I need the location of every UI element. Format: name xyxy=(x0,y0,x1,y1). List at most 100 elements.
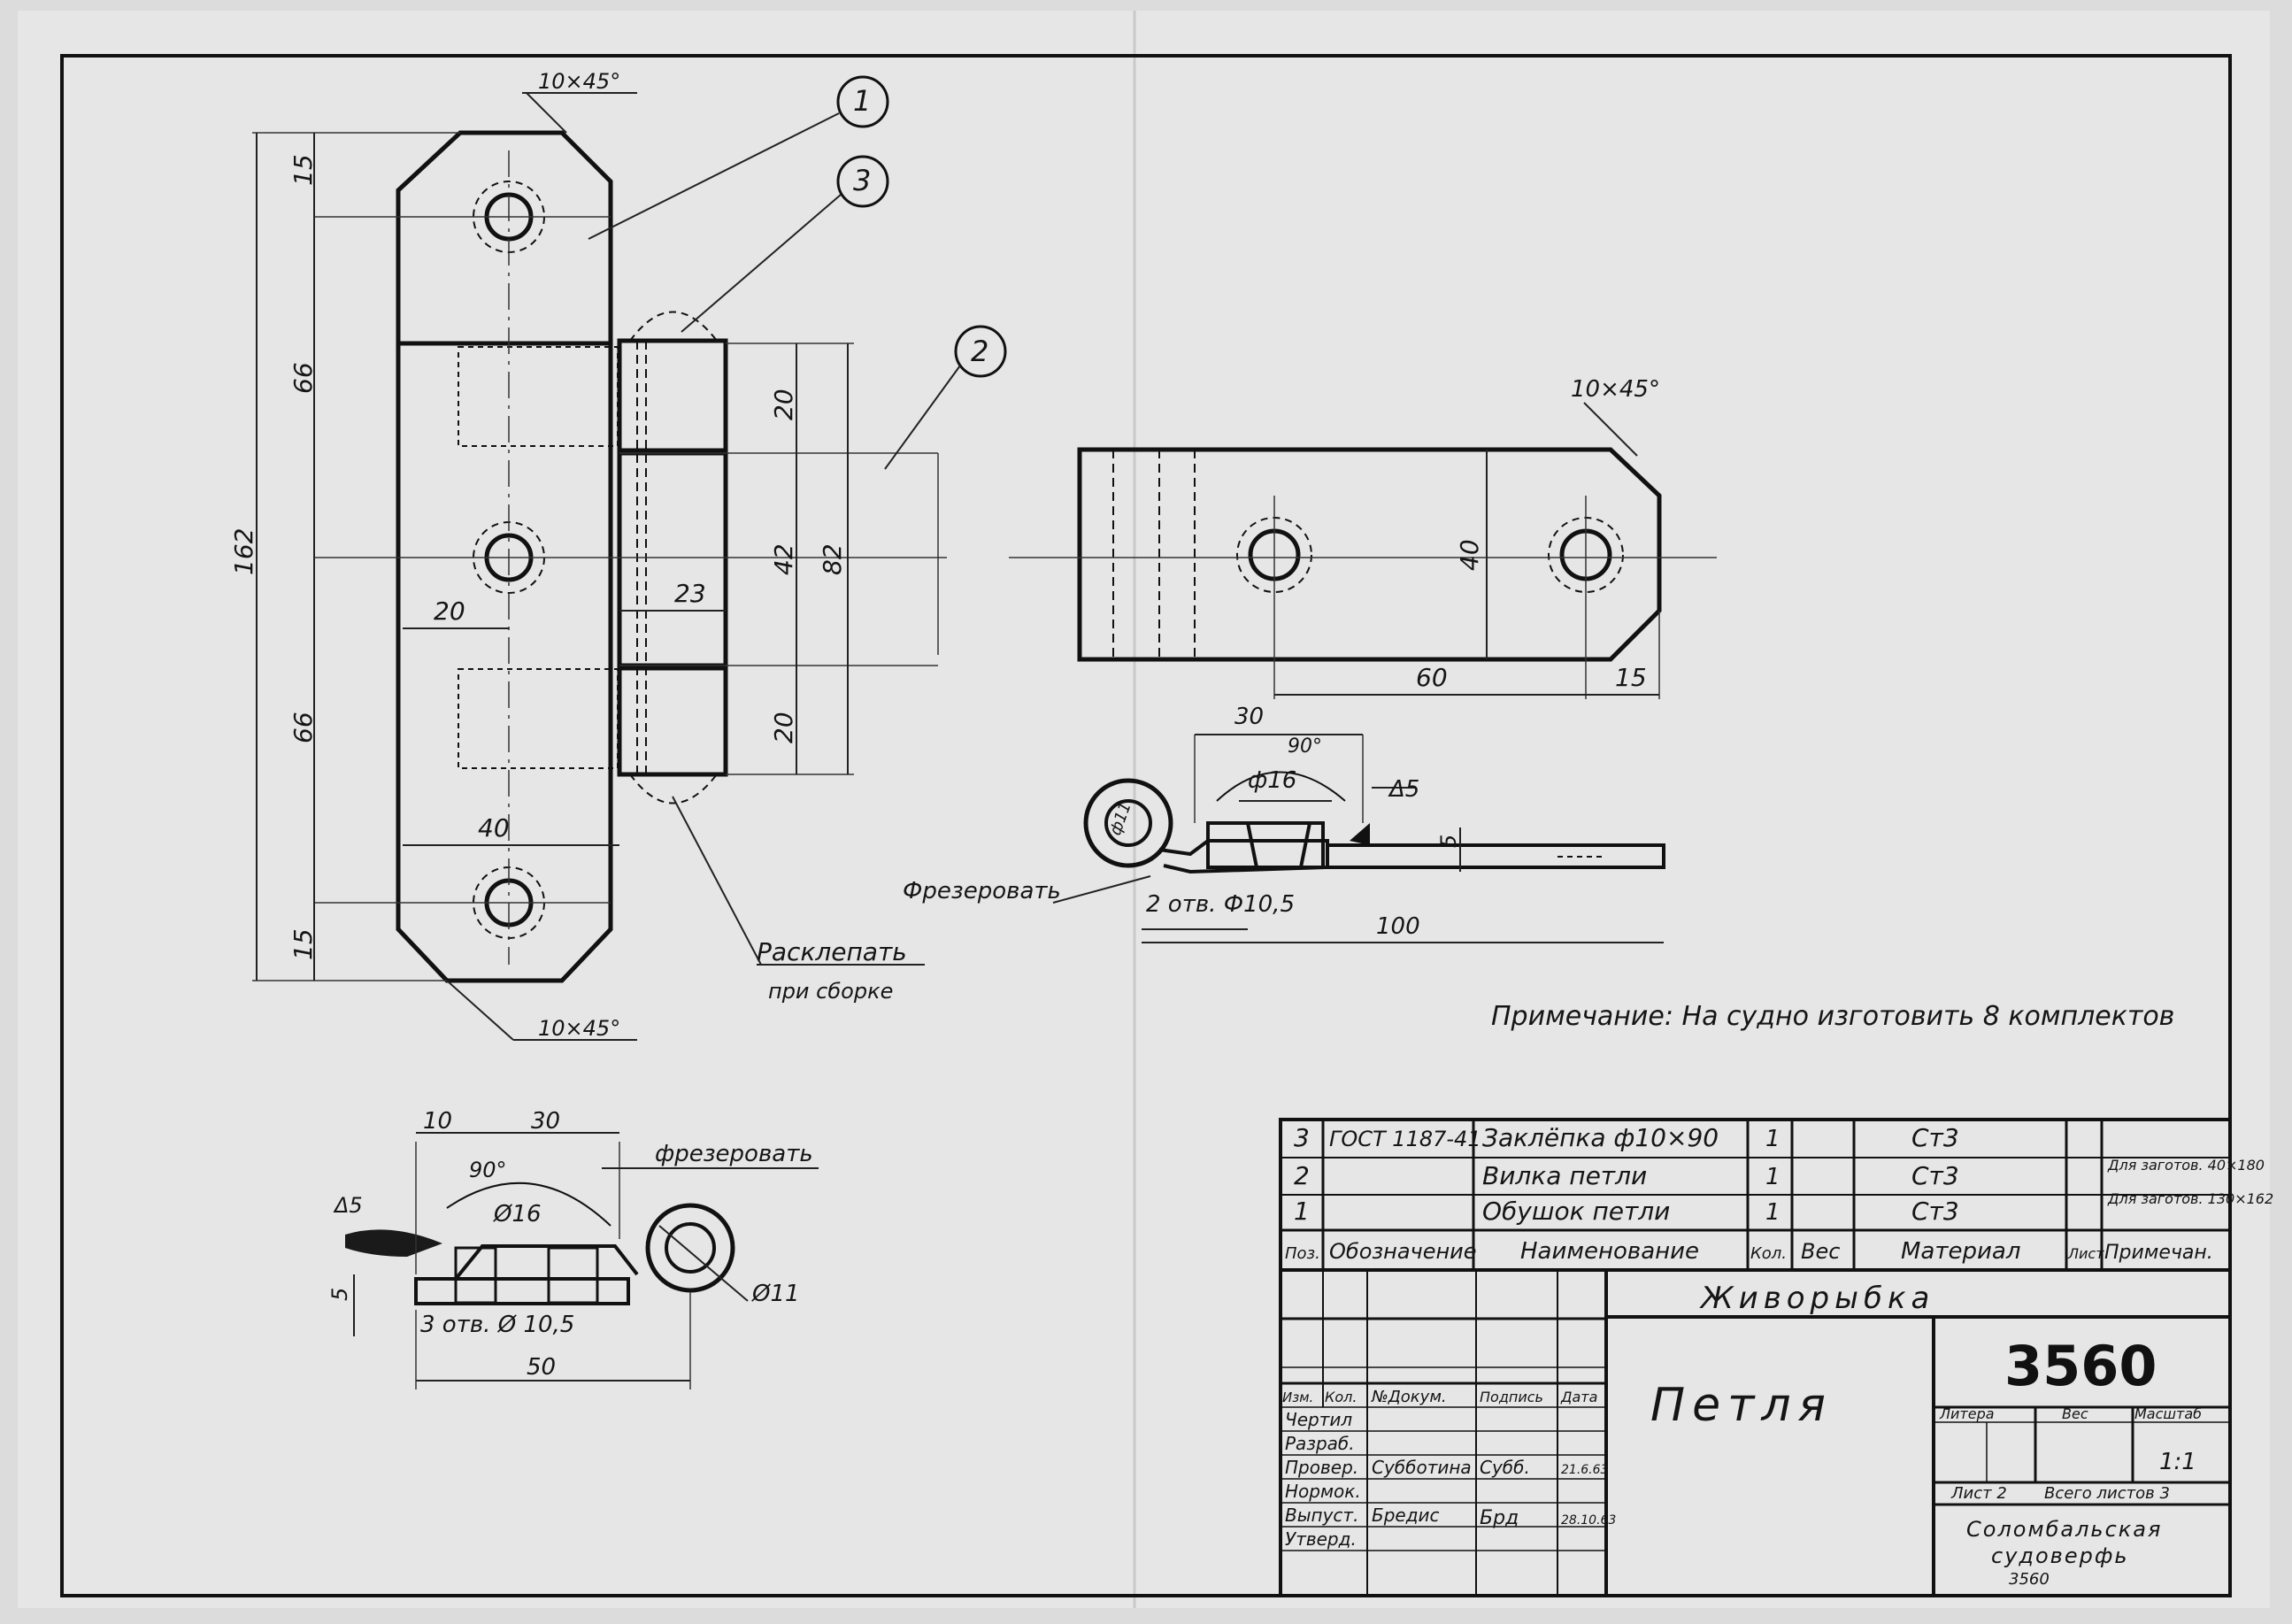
balloon-1: 1 xyxy=(853,84,871,118)
spec-row1-mat: Ст3 xyxy=(1911,1197,1959,1226)
spec-row2-pos: 2 xyxy=(1294,1161,1310,1190)
tb-total-sheets: Всего листов 3 xyxy=(2044,1484,2170,1503)
spec-header-doc: Обозначение xyxy=(1329,1239,1477,1264)
drawing-frame xyxy=(60,54,2232,1597)
dim-66-top: 66 xyxy=(288,362,318,394)
fork-section-angle: 90° xyxy=(1288,735,1322,758)
knuckle-upper xyxy=(617,338,728,453)
chamfer-bottom-label: 10×45° xyxy=(538,1016,620,1041)
spec-header-note: Примечан. xyxy=(2104,1242,2213,1264)
plate-section-bar xyxy=(414,1277,630,1305)
rivet-head-top xyxy=(629,311,718,342)
fork-eye-outer xyxy=(1083,778,1173,868)
view-plate-front: 10×45° 10×45° 15 66 162 66 15 20 40 23 2… xyxy=(229,69,1007,1041)
dim-162: 162 xyxy=(229,528,258,575)
tb-prover-name: Субботина xyxy=(1372,1457,1472,1478)
spec-row2-note: Для заготов. 40×180 xyxy=(2107,1157,2265,1174)
tb-col-date: Дата xyxy=(1560,1389,1597,1405)
plate-eye-inner xyxy=(665,1222,716,1274)
spec-row3-pos: 3 xyxy=(1294,1123,1310,1152)
tb-role-razrab: Разраб. xyxy=(1285,1433,1355,1454)
plate-section-dim-50: 50 xyxy=(527,1354,556,1381)
fork-section-d16: ф16 xyxy=(1248,767,1296,794)
fork-section-dim-5: 5 xyxy=(1436,835,1461,848)
spec-row3-qty: 1 xyxy=(1765,1126,1781,1152)
plate-section-holes: 3 отв. Ø 10,5 xyxy=(420,1312,574,1338)
tb-prover-date: 21.6.63 xyxy=(1561,1463,1608,1477)
tb-col-izm: Изм. xyxy=(1282,1389,1313,1405)
weld-marker xyxy=(1350,823,1370,845)
spec-header-sheet: Лист xyxy=(2067,1245,2104,1262)
tb-col-kol: Кол. xyxy=(1325,1389,1357,1405)
fork-flange xyxy=(1206,821,1325,869)
tb-role-prover: Провер. xyxy=(1285,1457,1358,1478)
archive-stamp-number: 3560 xyxy=(2009,1570,2050,1589)
tb-org-line2: судоверфь xyxy=(1991,1543,2128,1568)
balloon-3: 3 xyxy=(853,164,871,197)
dim-82: 82 xyxy=(818,543,847,575)
tb-col-sign: Подпись xyxy=(1480,1389,1543,1405)
fork-section-dim-100: 100 xyxy=(1376,913,1420,940)
fork-dim-15: 15 xyxy=(1615,663,1647,692)
plate-section-weld: Δ5 xyxy=(333,1193,363,1218)
fork-eye-inner xyxy=(1104,799,1152,847)
spec-row3-name: Заклёпка ф10×90 xyxy=(1482,1123,1719,1152)
drawing-title: Петля xyxy=(1650,1379,1833,1432)
dim-20-upper-knuckle: 20 xyxy=(769,389,798,420)
spec-row1-note: Для заготов. 130×162 xyxy=(2107,1190,2273,1207)
spec-row2-name: Вилка петли xyxy=(1482,1161,1647,1190)
plate-outline-bottom xyxy=(396,343,613,983)
fork-dim-40: 40 xyxy=(1455,539,1484,571)
tb-role-vypust: Выпуст. xyxy=(1285,1505,1358,1526)
spec-header-name: Наименование xyxy=(1520,1238,1699,1265)
dim-66-bottom: 66 xyxy=(288,712,318,743)
rivet-note-line2: при сборке xyxy=(768,979,893,1004)
tb-vypust-name: Бредис xyxy=(1372,1505,1440,1526)
plate-section-angle: 90° xyxy=(469,1158,507,1182)
fork-chamfer-label: 10×45° xyxy=(1571,376,1660,403)
plate-section-dim-30: 30 xyxy=(531,1108,560,1135)
tb-org-line1: Соломбальская xyxy=(1966,1517,2162,1542)
plate-section-d11: Ø11 xyxy=(751,1281,800,1307)
tb-litera: Литера xyxy=(1939,1405,1995,1422)
dim-23: 23 xyxy=(674,579,706,608)
dim-15-top: 15 xyxy=(288,154,318,186)
dim-40: 40 xyxy=(478,813,510,843)
fork-section-holes: 2 отв. Ф10,5 xyxy=(1146,891,1295,918)
specification-table: 3 ГОСТ 1187-41 Заклёпка ф10×90 1 Ст3 2 В… xyxy=(1279,1118,2273,1272)
spec-row1-name: Обушок петли xyxy=(1482,1197,1670,1226)
plate-section-d16: Ø16 xyxy=(493,1201,542,1228)
spec-row1-qty: 1 xyxy=(1765,1199,1781,1226)
spec-row2-mat: Ст3 xyxy=(1911,1161,1959,1190)
spec-row3-mat: Ст3 xyxy=(1911,1123,1959,1152)
tb-role-utverd: Утверд. xyxy=(1285,1528,1357,1550)
title-block: Живорыбка Петля 3560 Изм. Кол. №Докум. П… xyxy=(1279,1268,2232,1597)
dim-42: 42 xyxy=(769,543,798,575)
chamfer-top-label: 10×45° xyxy=(538,69,620,94)
plate-section-mill-note: фрезеровать xyxy=(655,1141,813,1167)
spec-row1-pos: 1 xyxy=(1294,1197,1310,1226)
view-fork-top: 10×45° 40 60 15 xyxy=(1009,376,1717,699)
fork-section-mill-note: Фрезеровать xyxy=(903,878,1061,904)
plate-eye-outer xyxy=(645,1203,735,1293)
weld-ink-mark xyxy=(345,1229,442,1257)
drawing-number: 3560 xyxy=(2004,1334,2157,1398)
spec-header-pos: Поз. xyxy=(1285,1244,1320,1263)
dim-20-lower-knuckle: 20 xyxy=(769,712,798,743)
spec-row3-doc: ГОСТ 1187-41 xyxy=(1329,1127,1481,1151)
view-plate-section: 10 30 90° фрезеровать Δ5 Ø16 5 Ø11 3 отв… xyxy=(327,1108,819,1389)
plate-section-dim-5: 5 xyxy=(327,1288,352,1301)
knuckle-lower xyxy=(617,666,728,777)
tb-scale: 1:1 xyxy=(2159,1449,2196,1475)
rivet-note-line1: Расклепать xyxy=(757,937,907,966)
tb-vypust-date: 28.10.63 xyxy=(1561,1513,1616,1528)
dim-20: 20 xyxy=(434,596,465,626)
fork-bar xyxy=(1326,843,1665,869)
fork-section-dim-30: 30 xyxy=(1234,704,1264,730)
fork-section-weld: Δ5 xyxy=(1388,776,1419,803)
spec-row2-qty: 1 xyxy=(1765,1164,1781,1190)
dim-15-bottom: 15 xyxy=(288,928,318,960)
spec-header-wt: Вес xyxy=(1801,1239,1840,1264)
tb-masshtab: Масштаб xyxy=(2134,1405,2202,1422)
